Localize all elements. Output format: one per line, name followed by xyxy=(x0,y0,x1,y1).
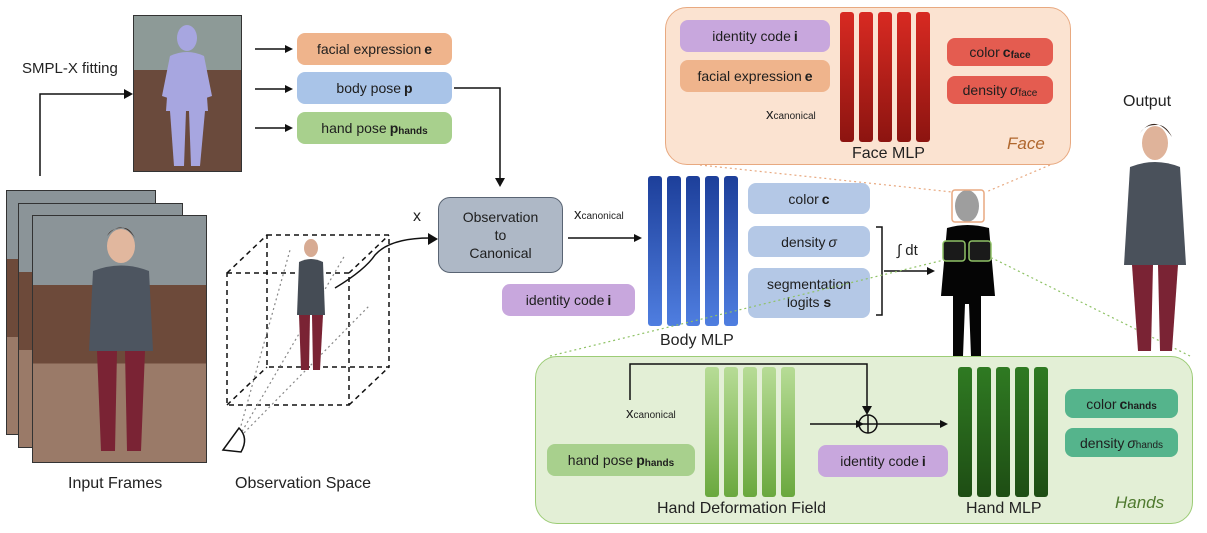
hands-identity-code-pill: identity code i xyxy=(818,445,948,477)
x-canonical-hands-label: xcanonical xyxy=(626,405,676,422)
face-mlp-label: Face MLP xyxy=(852,145,925,162)
face-tag: Face xyxy=(1007,134,1045,153)
body-pose-to-canonical-arrow xyxy=(454,87,505,187)
body-color-pill: color c xyxy=(748,183,870,214)
input-frames-label: Input Frames xyxy=(68,475,163,492)
segmentation-silhouette xyxy=(941,189,995,356)
hands-tag: Hands xyxy=(1115,493,1165,512)
input-frame-front xyxy=(32,215,207,463)
body-identity-code-pill: identity code i xyxy=(502,284,635,316)
body-pose-pill: body pose p xyxy=(297,72,452,104)
body-segmentation-pill: segmentation logits s xyxy=(748,268,870,318)
face-mlp-bars xyxy=(840,12,940,142)
body-density-pill: density σ xyxy=(748,226,870,257)
integral-label: ∫ dt xyxy=(897,242,918,259)
x-arrowhead xyxy=(428,233,438,245)
output-image xyxy=(1124,123,1186,351)
body-mlp-bars xyxy=(648,176,748,326)
facial-expression-pill: facial expression e xyxy=(297,33,452,65)
smplx-fitted-image xyxy=(133,15,242,172)
face-expression-pill: facial expression e xyxy=(680,60,830,92)
integration-bracket xyxy=(876,226,935,316)
observation-to-canonical-node: Observation to Canonical xyxy=(438,197,563,273)
hand-deformation-bars xyxy=(705,367,805,497)
observation-space-cube xyxy=(221,234,431,453)
x-canonical-body-label: xcanonical xyxy=(574,206,624,223)
output-label: Output xyxy=(1123,93,1172,110)
smplx-fitting-arrow xyxy=(39,89,133,176)
hand-deformation-field-label: Hand Deformation Field xyxy=(657,500,826,517)
input-person-image xyxy=(89,227,153,451)
body-mlp-label: Body MLP xyxy=(660,332,734,349)
condition-arrows xyxy=(255,45,293,132)
observation-space-label: Observation Space xyxy=(235,475,372,492)
canonical-to-body-arrow xyxy=(568,234,642,242)
hands-flow-arrows xyxy=(810,414,948,434)
x-label: x xyxy=(413,208,421,225)
smplx-fitting-label: SMPL-X fitting xyxy=(22,60,118,77)
x-canonical-face-label: xcanonical xyxy=(766,106,816,123)
face-identity-code-pill: identity code i xyxy=(680,20,830,52)
hand-mlp-bars xyxy=(958,367,1058,497)
hands-skip-connection xyxy=(629,363,872,415)
hand-mlp-label: Hand MLP xyxy=(966,500,1042,517)
